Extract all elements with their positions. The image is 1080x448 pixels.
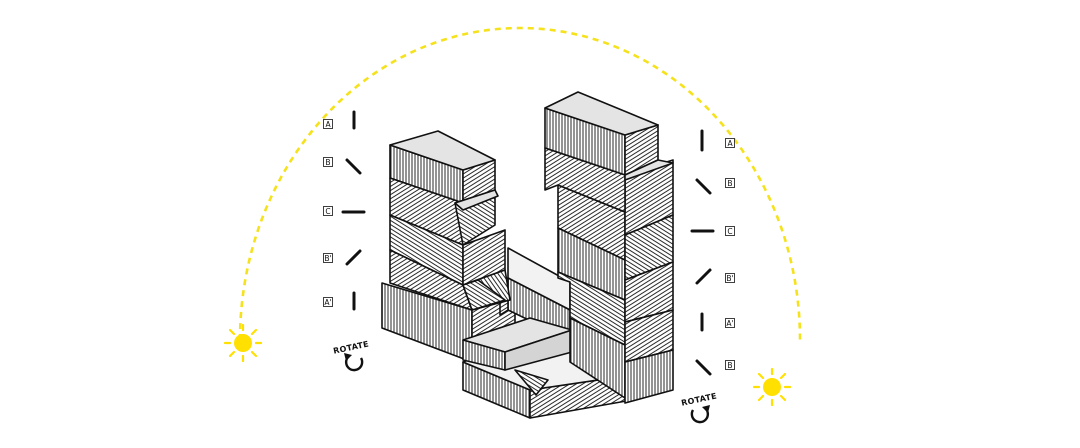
left-labels: A B C B' A' bbox=[323, 119, 333, 307]
rotate-left-control[interactable]: ROTATE bbox=[332, 339, 370, 372]
angle-label: C bbox=[323, 206, 333, 216]
sun-icon bbox=[752, 367, 792, 407]
left-tower bbox=[389, 130, 511, 311]
angle-tick bbox=[695, 359, 712, 376]
angle-tick bbox=[345, 249, 362, 266]
svg-text:C: C bbox=[325, 207, 330, 216]
svg-text:C: C bbox=[727, 227, 732, 236]
angle-label: B' bbox=[323, 253, 333, 263]
svg-text:A': A' bbox=[324, 298, 331, 307]
angle-label: B bbox=[725, 360, 735, 370]
rotate-left-icon bbox=[344, 353, 364, 372]
right-tower bbox=[544, 91, 674, 404]
angle-label: C bbox=[725, 226, 735, 236]
angle-label: B' bbox=[725, 273, 735, 283]
left-angle-ticks bbox=[341, 110, 366, 311]
angle-label: A' bbox=[323, 297, 333, 307]
bridge-block bbox=[462, 317, 573, 371]
angle-label: B bbox=[323, 157, 333, 167]
angle-label: A' bbox=[725, 318, 735, 328]
right-angle-ticks bbox=[690, 129, 715, 376]
svg-text:A': A' bbox=[726, 319, 733, 328]
angle-tick bbox=[695, 268, 712, 285]
sun-icon bbox=[223, 323, 263, 363]
rotate-right-label: ROTATE bbox=[680, 391, 717, 407]
sun-path-arc bbox=[238, 26, 802, 341]
svg-text:B: B bbox=[727, 179, 732, 188]
angle-label: B bbox=[725, 178, 735, 188]
rotate-right-control[interactable]: ROTATE bbox=[680, 391, 718, 424]
right-labels: A B C B' A' B bbox=[725, 138, 735, 370]
svg-text:A: A bbox=[727, 139, 733, 148]
svg-text:B: B bbox=[325, 158, 330, 167]
angle-tick bbox=[695, 178, 712, 195]
svg-text:B: B bbox=[727, 361, 732, 370]
building-model bbox=[381, 91, 674, 419]
angle-label: A bbox=[323, 119, 333, 129]
angle-label: A bbox=[725, 138, 735, 148]
angle-tick bbox=[345, 158, 362, 175]
svg-text:B': B' bbox=[324, 254, 331, 263]
rotate-right-icon bbox=[690, 405, 710, 424]
svg-text:A: A bbox=[325, 120, 331, 129]
svg-text:B': B' bbox=[726, 274, 733, 283]
rotate-left-label: ROTATE bbox=[332, 339, 369, 355]
